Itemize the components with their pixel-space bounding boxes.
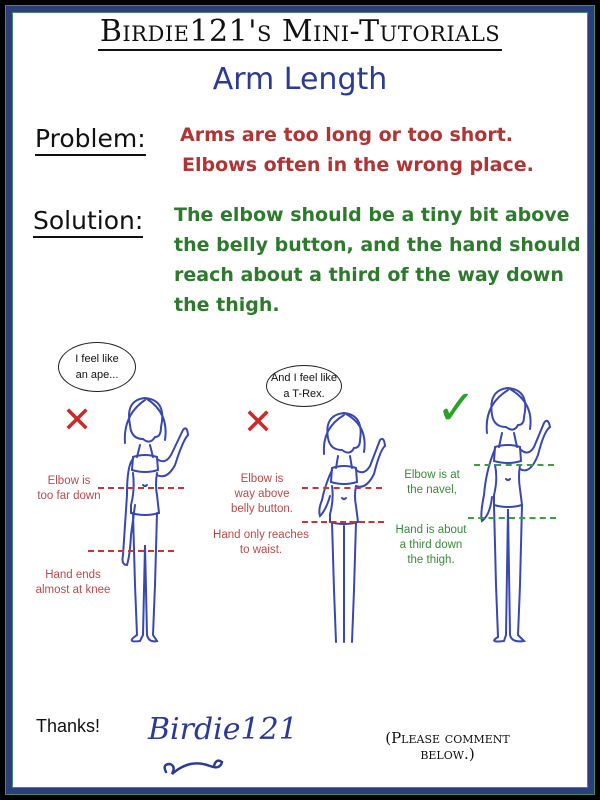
artist-signature: Birdie121 bbox=[148, 712, 298, 747]
x-mark-icon: ✕ bbox=[243, 402, 274, 443]
hand-guide-line bbox=[468, 517, 556, 519]
note-line: the navel, bbox=[407, 484, 457, 496]
elbow-guide-line bbox=[98, 487, 184, 489]
speech-line: a T-Rex. bbox=[283, 388, 325, 400]
annotation-hand-thigh: Hand is about a third down the thigh. bbox=[392, 523, 470, 568]
annotation-elbow-navel: Elbow is at the navel, bbox=[396, 468, 468, 498]
speech-bubble-trex: And I feel like a T-Rex. bbox=[266, 365, 342, 407]
note-line: almost at knee bbox=[35, 584, 111, 596]
x-mark-icon: ✕ bbox=[62, 400, 93, 441]
problem-label: Problem: bbox=[35, 124, 146, 156]
speech-line: And I feel like bbox=[270, 372, 338, 384]
annotation-elbow-high: Elbow is way above belly button. bbox=[222, 472, 302, 517]
note-line: Hand is about bbox=[395, 524, 467, 536]
annotation-hand-knee: Hand ends almost at knee bbox=[32, 568, 114, 598]
note-line: belly button. bbox=[230, 503, 293, 515]
hand-guide-line bbox=[302, 521, 384, 523]
problem-text: Arms are too long or too short. Elbows o… bbox=[180, 120, 534, 180]
figure-icon-correct-arms bbox=[480, 386, 552, 643]
elbow-guide-line bbox=[474, 464, 554, 466]
thanks-text: Thanks! bbox=[36, 716, 101, 736]
figure-icon-long-arms bbox=[121, 396, 190, 643]
note-line: Elbow is bbox=[240, 473, 284, 485]
problem-line: Elbows often in the wrong place. bbox=[182, 154, 534, 176]
note-line: to waist. bbox=[239, 544, 283, 556]
comment-line: (Please comment bbox=[385, 729, 510, 747]
note-line: Elbow is bbox=[47, 475, 91, 487]
speech-bubble-ape: I feel like an ape... bbox=[58, 342, 136, 392]
note-line: too far down bbox=[37, 490, 101, 502]
annotation-hand-waist: Hand only reaches to waist. bbox=[205, 528, 317, 558]
note-line: Hand only reaches bbox=[213, 529, 309, 541]
note-line: the thigh. bbox=[407, 554, 455, 566]
page-title-text: Birdie121's Mini-Tutorials bbox=[97, 14, 503, 51]
solution-label: Solution: bbox=[33, 206, 144, 238]
speech-line: an ape... bbox=[75, 369, 119, 381]
note-line: Elbow is at bbox=[404, 469, 460, 481]
elbow-guide-line bbox=[302, 487, 382, 489]
note-line: a third down bbox=[399, 539, 463, 551]
comment-line: below.) bbox=[420, 745, 475, 763]
check-mark-icon: ✓ bbox=[436, 380, 477, 436]
page-title: Birdie121's Mini-Tutorials bbox=[0, 14, 600, 51]
note-line: Hand ends bbox=[45, 569, 101, 581]
figure-icon-short-arms bbox=[318, 411, 387, 643]
tutorial-subtitle: Arm Length bbox=[212, 62, 388, 97]
signature-flourish-icon bbox=[163, 759, 224, 775]
speech-line: I feel like bbox=[75, 353, 119, 365]
problem-line: Arms are too long or too short. bbox=[180, 124, 514, 146]
comment-request: (Please comment below.) bbox=[360, 730, 535, 762]
solution-text: The elbow should be a tiny bit above the… bbox=[174, 204, 581, 316]
hand-guide-line bbox=[88, 550, 174, 552]
note-line: way above bbox=[234, 488, 290, 500]
annotation-elbow-low: Elbow is too far down bbox=[30, 474, 108, 504]
